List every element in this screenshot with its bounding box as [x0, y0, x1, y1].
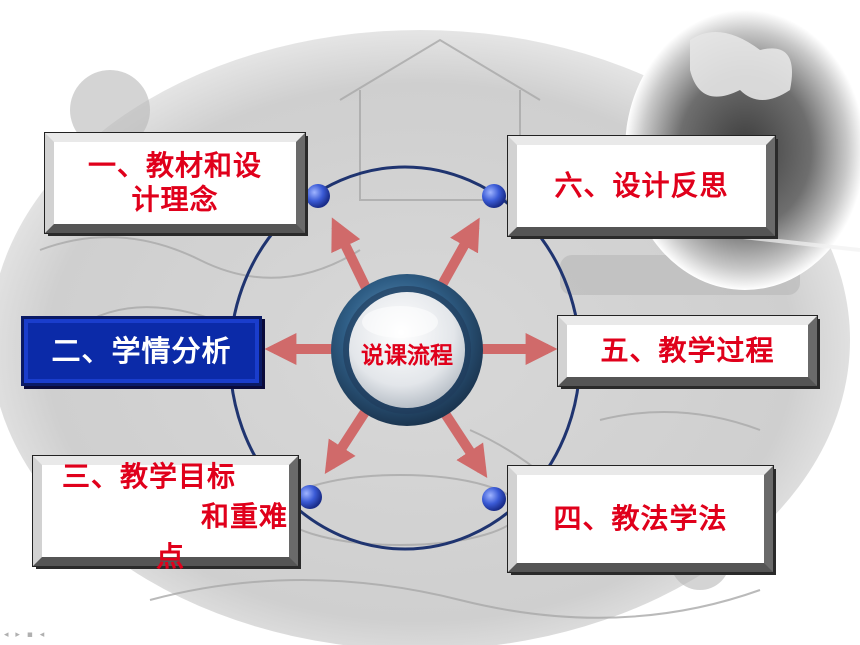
step-1-label-line1: 一、教材和设 [87, 149, 262, 182]
step-box-3[interactable]: 三、教学目标 和重难 点 [33, 456, 298, 573]
ring-node-bottom-left [298, 485, 322, 509]
ring-node-top-right [482, 184, 506, 208]
arrow-to-box-3 [324, 409, 370, 475]
step-6-label: 六、设计反思 [554, 169, 729, 202]
step-3-label-line1: 三、教学目标 [62, 460, 237, 493]
step-3-label-line3: 点 [156, 540, 186, 573]
step-box-1[interactable]: 一、教材和设 计理念 [45, 133, 305, 233]
arrow-to-box-6 [433, 217, 480, 295]
step-2-label: 二、学情分析 [51, 334, 232, 368]
ring-node-top-left [306, 184, 330, 208]
step-4-label: 四、教法学法 [553, 502, 728, 535]
step-1-label-line2: 计理念 [131, 183, 219, 216]
step-3-label-line2: 和重难 [200, 500, 288, 533]
center-label: 说课流程 [361, 343, 453, 369]
step-box-6[interactable]: 六、设计反思 [508, 136, 775, 236]
arrow-to-box-4 [439, 409, 488, 479]
step-box-4[interactable]: 四、教法学法 [508, 466, 773, 572]
step-box-5[interactable]: 五、教学过程 [558, 316, 817, 386]
step-5-label: 五、教学过程 [600, 334, 775, 367]
arrow-to-box-1 [331, 217, 373, 295]
ring-node-bottom-right [482, 487, 506, 511]
step-box-2[interactable]: 二、学情分析 [21, 316, 262, 386]
slide-nav-controls[interactable]: ◂ ▸ ▪ ◂ [4, 630, 47, 640]
center-hub [331, 274, 483, 426]
